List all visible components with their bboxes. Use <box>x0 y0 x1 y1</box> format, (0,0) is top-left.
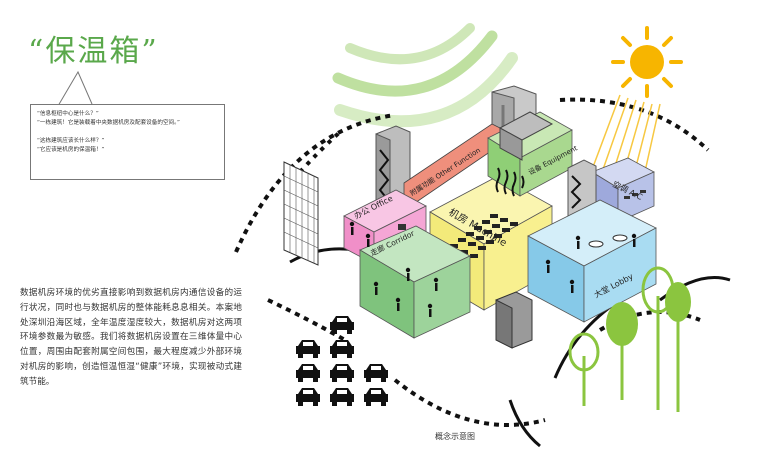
sun-icon <box>611 26 683 98</box>
wind-arc-icon <box>332 23 518 128</box>
page-title: “保温箱” <box>28 34 159 69</box>
grid-building <box>283 161 319 266</box>
core-column <box>495 291 533 349</box>
car-icon <box>296 316 388 406</box>
equipment-block <box>487 111 573 197</box>
speech-bubble: “信息枢纽中心是什么？” “一栋建筑！它是装载着中央数据机房及配套设备的空间。”… <box>30 104 225 180</box>
figure-caption: 概念示意图 <box>435 432 475 441</box>
bubble-line: “信息枢纽中心是什么？” <box>37 111 99 117</box>
bubble-line: “这栋建筑应该长什么样？” <box>37 138 105 144</box>
lobby-block <box>527 199 657 323</box>
tree-icon <box>568 266 691 412</box>
bubble-tail <box>57 70 93 107</box>
label-other-function: 附属功能 Other Function <box>408 145 482 197</box>
bubble-line: “一栋建筑！它是装载着中央数据机房及配套设备的空间。” <box>37 120 180 126</box>
corridor-block <box>359 225 471 339</box>
person-icon <box>349 221 637 317</box>
description-paragraph: 数据机房环境的优劣直接影响到数据机房内通信设备的运行状况，同时也与数据机房的整体… <box>20 288 242 387</box>
bubble-line: “它应该是机房的保温箱！” <box>37 147 105 153</box>
server-rack-icon <box>450 214 518 258</box>
